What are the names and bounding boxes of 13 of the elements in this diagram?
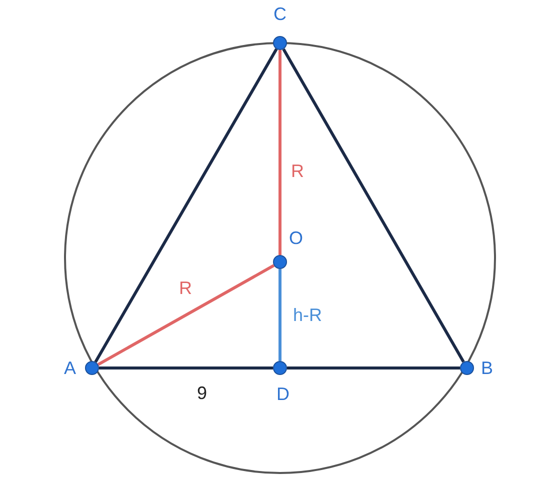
line-segment — [99, 366, 273, 370]
line-segment — [94, 48, 278, 363]
point-label: B — [480, 358, 494, 378]
point-label: A — [62, 358, 77, 378]
point-marker — [273, 228, 305, 269]
line-segment — [287, 366, 460, 370]
line-segment — [278, 50, 282, 255]
line-segment — [282, 48, 465, 363]
point-label: D — [276, 384, 290, 404]
point-label: C — [272, 4, 288, 24]
line-segment — [278, 269, 282, 361]
line-segment — [97, 264, 275, 366]
point-label: O — [288, 228, 304, 248]
